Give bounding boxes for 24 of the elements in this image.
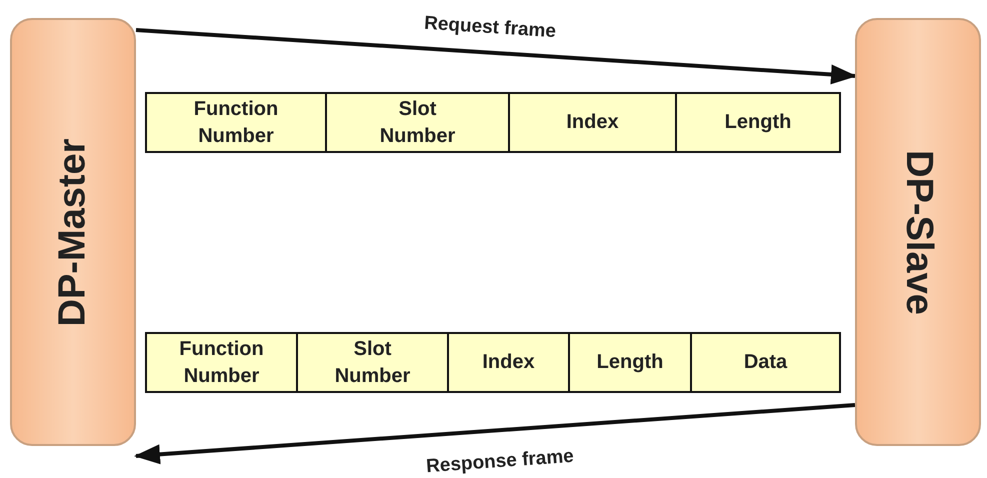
frame-field-cell (296, 332, 449, 393)
field-name: Data (744, 350, 788, 375)
frame-field-cell (145, 332, 298, 393)
device-label: DP-Slave (896, 150, 940, 314)
field-name: Slot Number (380, 96, 456, 148)
field-name: Function Number (179, 336, 264, 388)
device-label: DP-Master (52, 138, 94, 326)
arrow (136, 28, 857, 84)
frame-field-cell (568, 332, 692, 393)
frame-field-cell (690, 332, 841, 393)
frame-field-cell (145, 92, 327, 153)
frame-field-cell (675, 92, 841, 153)
frame-field-cell (447, 332, 570, 393)
frame-field-cell (508, 92, 677, 153)
master-device-box (10, 18, 136, 446)
field-name: Index (566, 110, 619, 135)
slave-device-box (855, 18, 981, 446)
arrow (134, 403, 856, 464)
field-name: Length (596, 350, 664, 375)
field-name: Index (482, 350, 535, 375)
field-name: Function Number (194, 96, 278, 148)
field-name: Length (724, 110, 792, 135)
field-name: Slot Number (334, 336, 410, 388)
frame-field-cell (325, 92, 510, 153)
